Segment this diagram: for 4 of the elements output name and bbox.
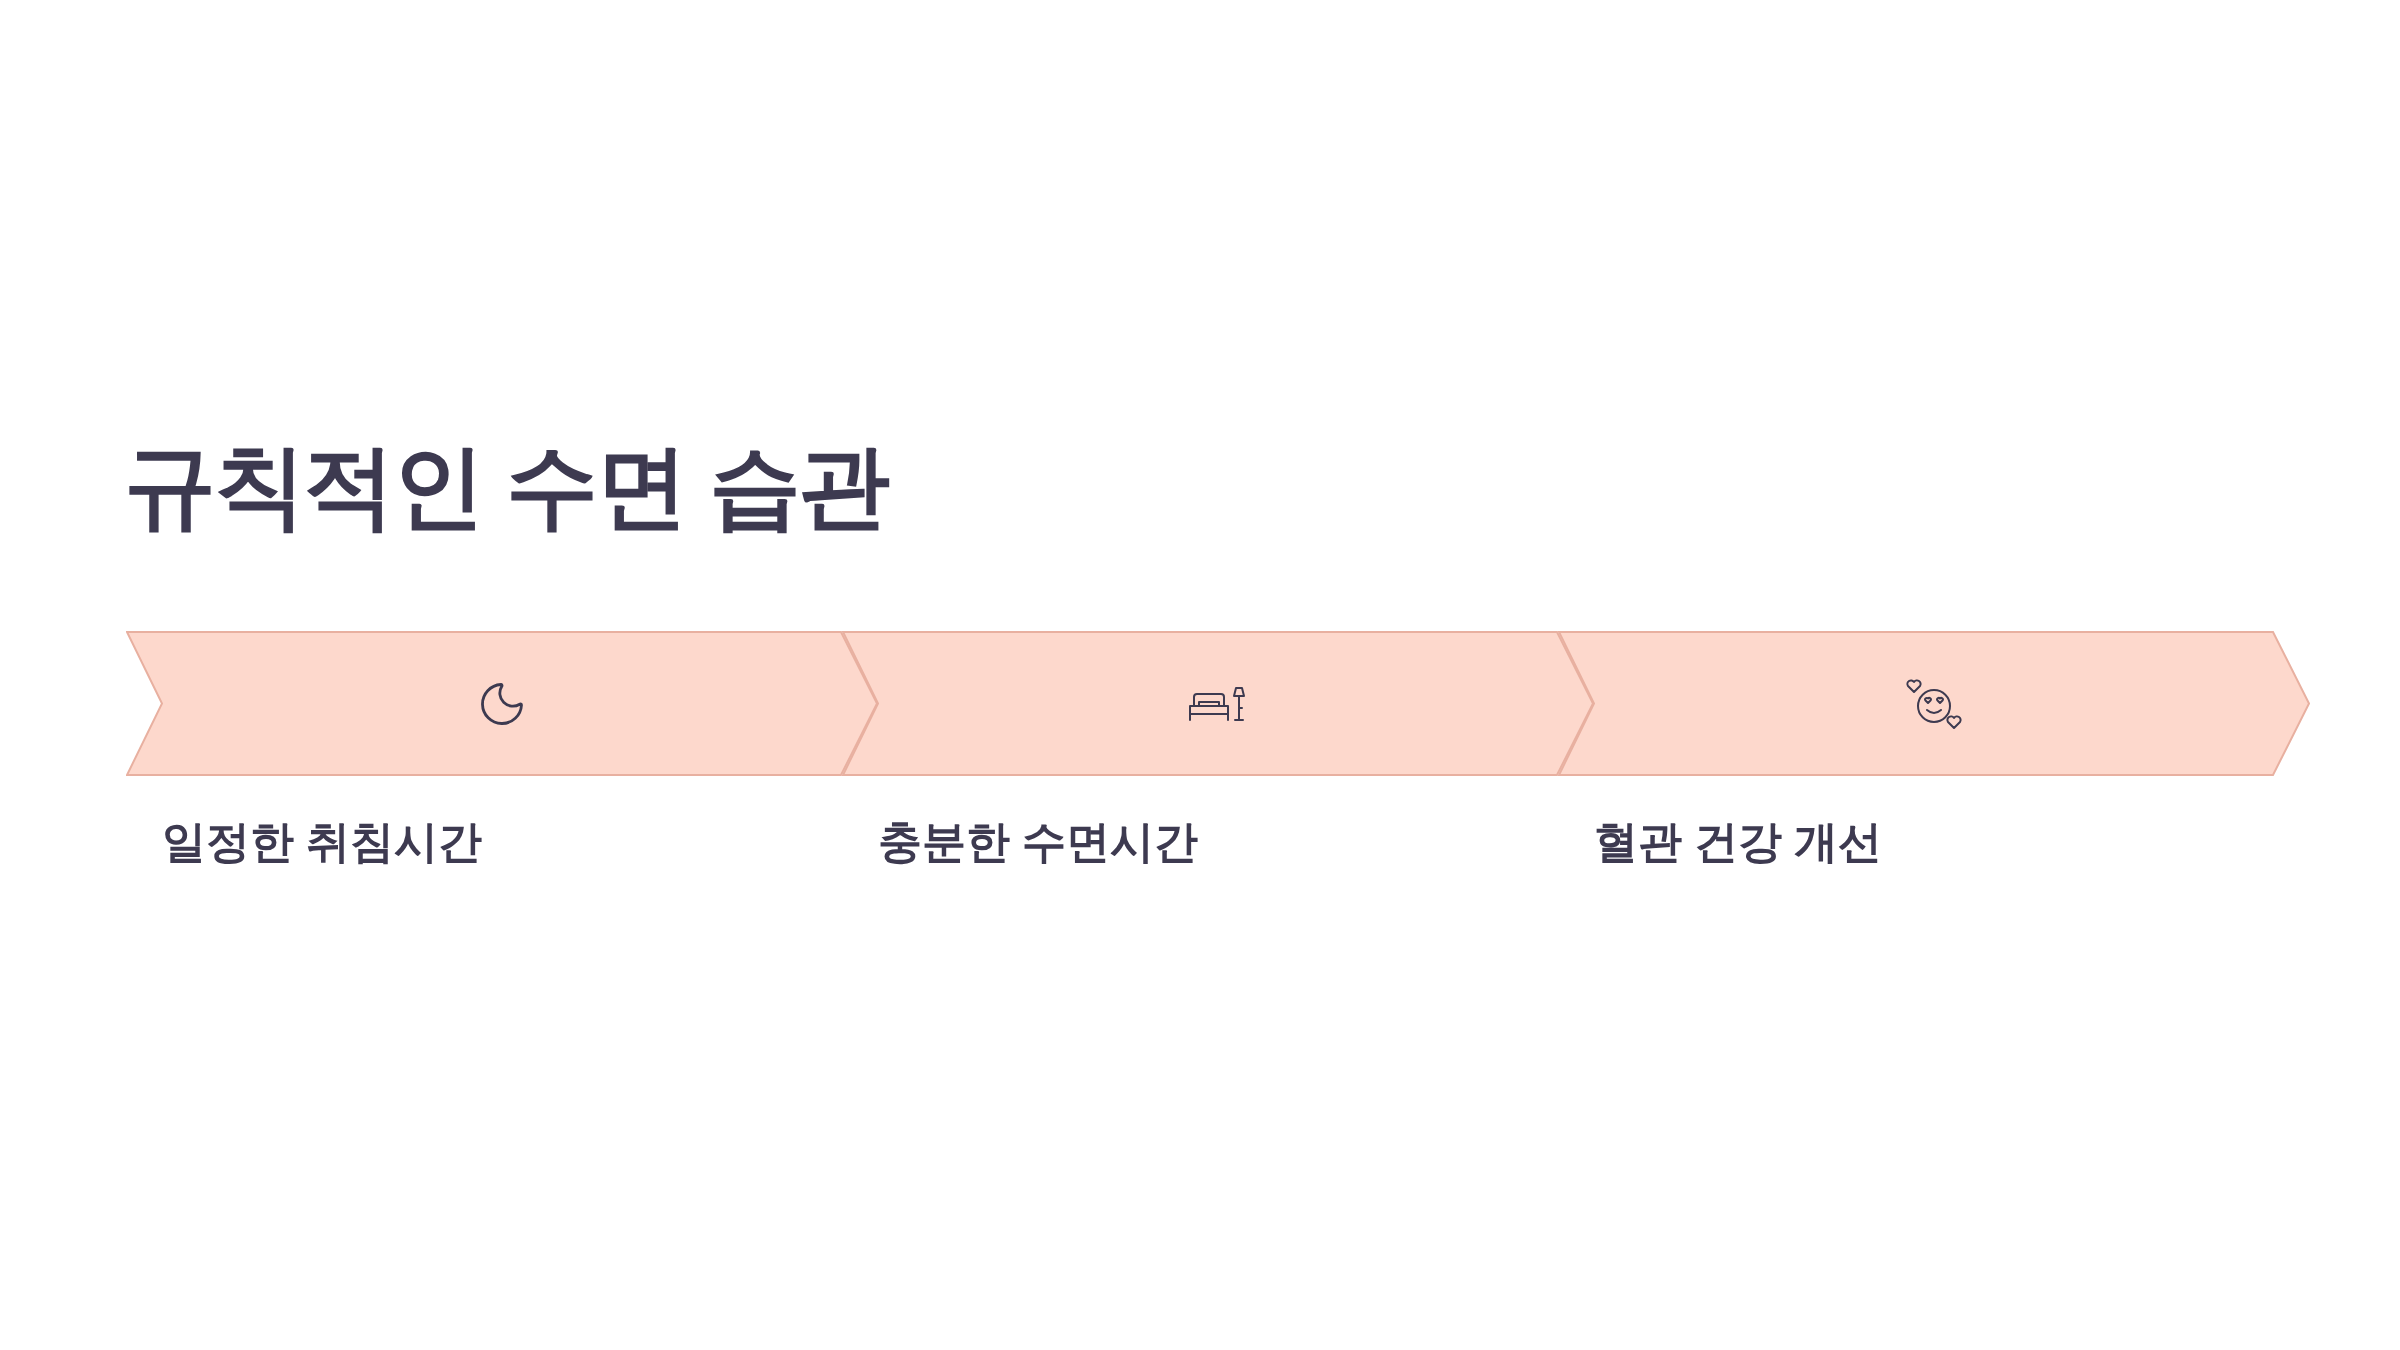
step-label: 혈관 건강 개선 [1594,816,1884,868]
step-label: 일정한 취침시간 [162,816,484,868]
title: 규칙적인 수면 습관 [124,440,889,532]
step-label: 충분한 수면시간 [878,816,1200,868]
